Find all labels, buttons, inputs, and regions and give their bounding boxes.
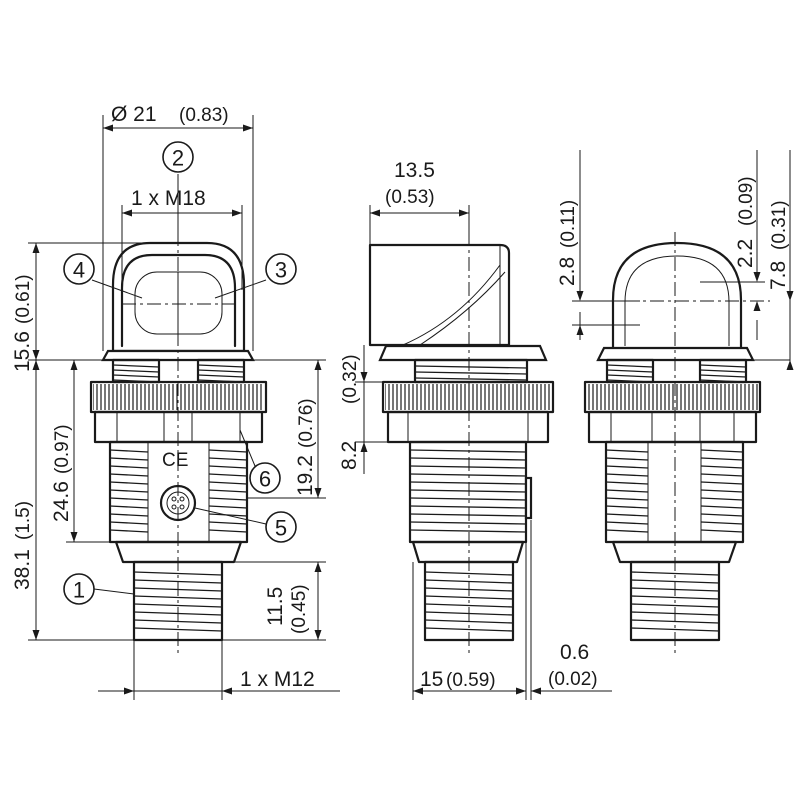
callouts: 2 4 3 6 5 1 (63, 141, 297, 605)
side-head (368, 243, 511, 347)
dim-8-2-inch: (0.32) (340, 354, 361, 404)
callout-6: 6 (259, 467, 271, 492)
dim-15-inch: (0.59) (446, 670, 496, 691)
dim-diameter: Ø 21 (111, 103, 157, 126)
dim-13-5-inch: (0.53) (385, 187, 435, 208)
back-view (583, 232, 770, 655)
dim-15: 15 (420, 668, 443, 691)
ce-mark: CE (162, 450, 188, 471)
dim-38-1: 38.1 (11, 549, 34, 590)
dim-24-6-inch: (0.97) (52, 424, 73, 474)
side-view-dimensions: 13.5 (0.53) 8.2 (0.32) 15 (0.59) 0.6 (0.… (338, 159, 612, 700)
dim-2-8-inch: (0.11) (558, 200, 579, 248)
callout-2: 2 (172, 146, 184, 171)
dim-24-6: 24.6 (50, 481, 73, 522)
dim-19-2-inch: (0.76) (296, 398, 317, 448)
dim-11-5: 11.5 (264, 587, 287, 626)
dim-19-2: 19.2 (294, 455, 317, 496)
sensor-head (111, 241, 246, 353)
back-head (611, 241, 743, 353)
dim-8-2: 8.2 (338, 441, 361, 470)
dim-2-2-inch: (0.09) (736, 176, 757, 226)
dim-38-1-inch: (1.5) (13, 501, 34, 540)
side-view (368, 232, 555, 655)
callout-5: 5 (275, 516, 287, 541)
upper-thread (112, 364, 245, 383)
callout-3: 3 (275, 258, 287, 283)
dim-7-8-inch: (0.31) (769, 200, 790, 250)
front-view-dimensions: Ø 21 (0.83) 1 x M18 15.6 (0.61) 38.1 (1.… (11, 103, 340, 700)
dim-13-5: 13.5 (394, 159, 435, 182)
dim-2-2: 2.2 (734, 239, 757, 268)
back-view-dimensions: 2.8 (0.11) 2.2 (0.09) 7.8 (0.31) (556, 150, 794, 370)
dim-0-6-inch: (0.02) (548, 669, 598, 690)
dim-diameter-inch: (0.83) (179, 105, 229, 126)
dim-11-5-inch: (0.45) (289, 584, 310, 634)
callout-1: 1 (73, 578, 85, 603)
callout-4: 4 (73, 258, 85, 283)
front-view: CE (89, 232, 268, 655)
sensor-window (120, 253, 237, 348)
dim-thread-m12: 1 x M12 (240, 668, 315, 691)
dim-15-6-inch: (0.61) (13, 274, 34, 324)
dim-15-6: 15.6 (11, 331, 34, 372)
dim-2-8: 2.8 (556, 257, 579, 286)
dim-7-8: 7.8 (767, 261, 790, 290)
dim-thread-m18: 1 x M18 (131, 187, 206, 210)
dim-0-6: 0.6 (560, 641, 589, 664)
